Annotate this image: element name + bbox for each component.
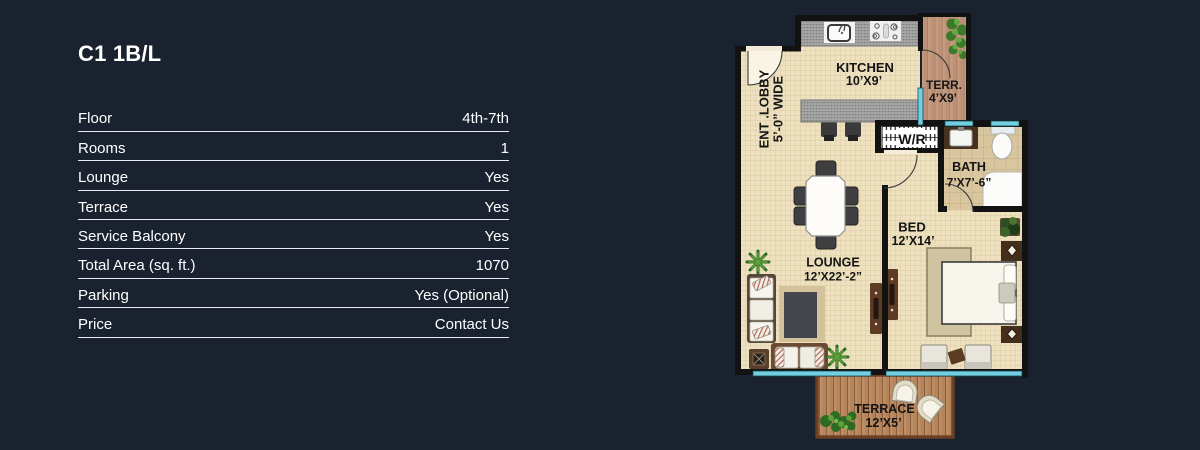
svg-text:5’-0” WIDE: 5’-0” WIDE xyxy=(771,75,786,142)
svg-text:TERR.: TERR. xyxy=(926,78,962,92)
svg-text:12’X5’: 12’X5’ xyxy=(865,416,901,430)
svg-text:7’X7’-6”: 7’X7’-6” xyxy=(947,176,992,190)
svg-text:ENT .LOBBY: ENT .LOBBY xyxy=(757,69,772,148)
svg-text:LOUNGE: LOUNGE xyxy=(806,256,859,270)
svg-text:KITCHEN: KITCHEN xyxy=(836,60,894,75)
svg-text:12’X14’: 12’X14’ xyxy=(891,234,934,248)
svg-text:10’X9’: 10’X9’ xyxy=(846,74,882,88)
svg-text:4’X9’: 4’X9’ xyxy=(929,91,957,105)
svg-text:TERRACE: TERRACE xyxy=(854,402,914,416)
svg-text:12’X22’-2”: 12’X22’-2” xyxy=(804,270,862,284)
svg-text:BED: BED xyxy=(898,220,925,235)
svg-text:BATH: BATH xyxy=(952,160,986,174)
svg-text:W/R: W/R xyxy=(898,131,925,147)
